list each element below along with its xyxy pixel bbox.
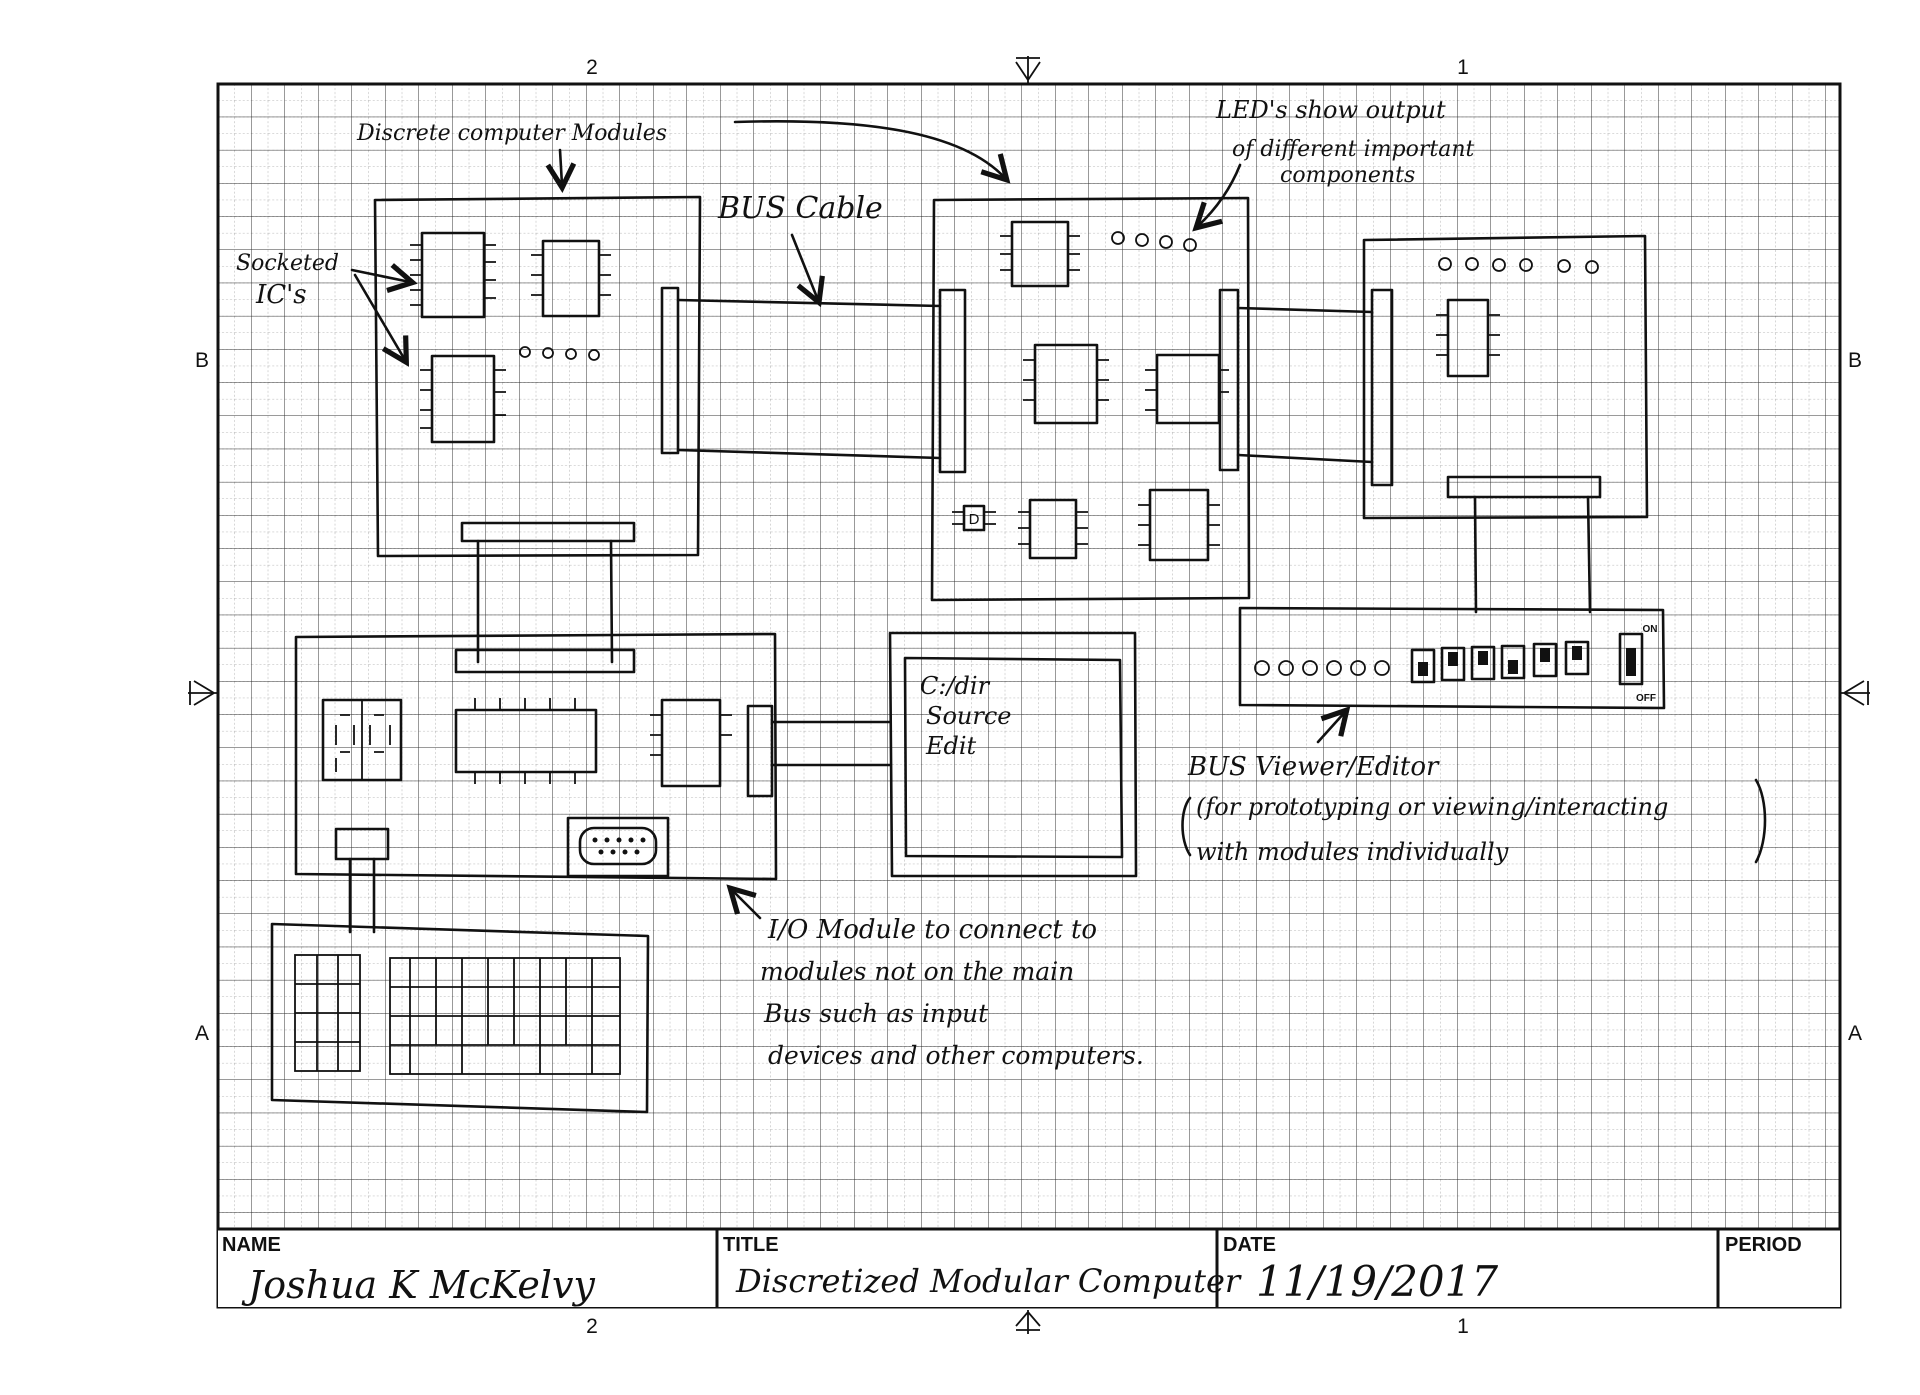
- title-label: TITLE: [723, 1234, 779, 1256]
- center-arrow-top-icon: [1015, 56, 1041, 84]
- d-chip: [962, 504, 986, 532]
- title-value: Discretized Modular Computer: [735, 1262, 1242, 1300]
- label-socketed-1: Socketed: [236, 251, 339, 276]
- led-row: [1438, 257, 1599, 274]
- socketed-ic: [1033, 343, 1099, 425]
- col-label-top-right: 1: [1457, 56, 1469, 79]
- dip-switch-bank: [1410, 640, 1590, 684]
- label-leds-3: components: [1280, 163, 1415, 188]
- seven-segment-display: [321, 698, 403, 782]
- io-module: [294, 632, 778, 881]
- power-switch: [1618, 632, 1644, 686]
- row-label-lower-right: A: [1848, 1022, 1862, 1045]
- row-label-upper-left: B: [195, 349, 209, 372]
- bus-cable-2: [1236, 306, 1374, 464]
- col-label-top-left: 2: [586, 56, 598, 79]
- computer-module-3: [1362, 234, 1649, 520]
- led-row: [519, 346, 600, 361]
- switch-on-label: ON: [1643, 624, 1658, 635]
- label-discrete-modules: Discrete computer Modules: [356, 121, 667, 146]
- socketed-ic: [660, 698, 722, 788]
- bus-connector: [1370, 288, 1394, 487]
- computer-module-2: D: [930, 196, 1251, 602]
- label-io-4: devices and other computers.: [768, 1041, 1144, 1070]
- label-io-1: I/O Module to connect to: [767, 915, 1097, 945]
- label-io-2: modules not on the main: [760, 957, 1074, 986]
- label-bus-viewer-1: BUS Viewer/Editor: [1187, 752, 1440, 782]
- date-label: DATE: [1223, 1234, 1276, 1256]
- label-bus-cable: BUS Cable: [717, 191, 883, 226]
- margin-references: 2 1 2 1 B B A A: [195, 56, 1862, 1338]
- bus-connector: [938, 288, 967, 474]
- bus-connector: [460, 521, 636, 543]
- keyboard-port: [334, 827, 390, 861]
- led-row: [1254, 660, 1390, 676]
- keyboard: [270, 922, 650, 1114]
- col-label-bottom-left: 2: [586, 1315, 598, 1338]
- computer-module-1: [373, 195, 702, 558]
- video-cable: [770, 720, 892, 767]
- label-io-3: Bus such as input: [763, 999, 989, 1028]
- bus-viewer-editor: ON OFF: [1238, 606, 1666, 710]
- label-leds-1: LED's show output: [1215, 96, 1446, 124]
- bus-cable-3: [1473, 495, 1592, 614]
- led-row: [1111, 231, 1197, 252]
- socketed-ic: [1028, 498, 1078, 560]
- name-label: NAME: [222, 1234, 281, 1256]
- chip-label: D: [969, 511, 980, 528]
- label-bus-viewer-3: with modules individually: [1196, 838, 1509, 866]
- name-value: Joshua K McKelvy: [241, 1263, 595, 1307]
- col-label-bottom-right: 1: [1457, 1315, 1469, 1338]
- annotations: Discrete computer Modules LED's show out…: [236, 96, 1767, 1070]
- row-label-upper-right: B: [1848, 349, 1862, 372]
- bus-connector: [454, 648, 636, 674]
- bus-connector: [1446, 475, 1602, 499]
- switch-off-label: OFF: [1636, 693, 1656, 704]
- socketed-ic: [1446, 298, 1490, 378]
- keypad-grid: [294, 954, 361, 1072]
- label-leds-2: of different important: [1232, 137, 1475, 162]
- bus-cable-4: [476, 539, 614, 664]
- keyboard-cable: [348, 857, 376, 934]
- screen-text-1: C:/dir: [920, 672, 991, 700]
- center-arrow-right-icon: [1840, 680, 1870, 706]
- centering-arrows: [188, 56, 1870, 1334]
- socketed-ic: [541, 239, 601, 318]
- monitor-screen: [903, 656, 1124, 859]
- io-connector: [746, 704, 774, 798]
- socketed-ic: [454, 708, 598, 774]
- title-block: NAME Joshua K McKelvy TITLE Discretized …: [218, 1227, 1840, 1307]
- row-label-lower-left: A: [195, 1022, 209, 1045]
- period-label: PERIOD: [1725, 1234, 1802, 1256]
- center-arrow-left-icon: [188, 680, 218, 706]
- socketed-ic: [430, 354, 496, 444]
- screen-text-2: Source: [926, 702, 1011, 730]
- monitor: C:/dir Source Edit: [888, 631, 1138, 878]
- db9-serial-port: [566, 816, 670, 878]
- key-grid: [389, 957, 621, 1075]
- date-value: 11/19/2017: [1256, 1257, 1498, 1306]
- screen-text-3: Edit: [925, 732, 977, 760]
- center-arrow-bottom-icon: [1015, 1310, 1041, 1334]
- label-bus-viewer-2: (for prototyping or viewing/interacting: [1196, 793, 1668, 821]
- bus-connector: [660, 286, 680, 455]
- socketed-ic: [1155, 353, 1221, 425]
- graph-grid: [216, 82, 1842, 1309]
- label-socketed-2: IC's: [255, 280, 307, 310]
